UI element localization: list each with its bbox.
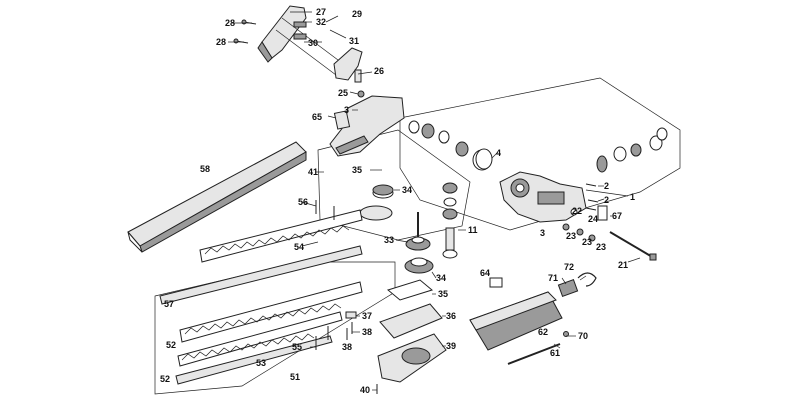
washer-4 bbox=[475, 148, 493, 170]
bearings-11 bbox=[442, 182, 458, 259]
label-72: 72 bbox=[564, 262, 574, 272]
plate-65 bbox=[333, 110, 351, 130]
label-31: 31 bbox=[349, 36, 359, 46]
throttle-lever bbox=[333, 47, 363, 81]
label-34-upper: 34 bbox=[402, 185, 412, 195]
gear-cover-36 bbox=[379, 303, 443, 339]
label-36: 36 bbox=[446, 311, 456, 321]
label-53: 53 bbox=[256, 358, 266, 368]
label-3-upper: 3 bbox=[344, 105, 349, 115]
part-labels: 27 28 29 32 31 28 30 26 25 3 65 4 58 41 … bbox=[160, 7, 635, 395]
label-35-upper: 35 bbox=[352, 165, 362, 175]
label-26: 26 bbox=[374, 66, 384, 76]
label-1: 1 bbox=[630, 192, 635, 202]
label-58: 58 bbox=[200, 164, 210, 174]
label-25: 25 bbox=[338, 88, 348, 98]
rod-61 bbox=[507, 343, 561, 365]
screws-28 bbox=[233, 19, 257, 44]
bar-57 bbox=[159, 245, 363, 305]
label-32: 32 bbox=[316, 17, 326, 27]
lower-blade bbox=[179, 281, 363, 343]
label-54: 54 bbox=[294, 242, 304, 252]
clip-72 bbox=[577, 272, 597, 287]
leader-lines bbox=[228, 11, 641, 391]
label-55: 55 bbox=[292, 342, 302, 352]
label-67 bbox=[597, 205, 608, 221]
label-38-left: 38 bbox=[342, 342, 352, 352]
grip-71 bbox=[557, 278, 579, 298]
nut-25 bbox=[357, 90, 365, 98]
pipe-cover-64 bbox=[469, 277, 563, 351]
gasket-35 bbox=[386, 279, 434, 301]
label-22: 22 bbox=[572, 206, 582, 216]
label-28-lower: 28 bbox=[216, 37, 226, 47]
gearcase-cover bbox=[329, 95, 405, 157]
label-23-a: 23 bbox=[566, 231, 576, 241]
label-52-upper: 52 bbox=[166, 340, 176, 350]
label-51: 51 bbox=[290, 372, 300, 382]
label-62: 62 bbox=[538, 327, 548, 337]
label-23-c: 23 bbox=[596, 242, 606, 252]
label-52-lower: 52 bbox=[160, 374, 170, 384]
label-64: 64 bbox=[480, 268, 490, 278]
blade-guard-58 bbox=[127, 141, 307, 253]
label-61: 61 bbox=[550, 348, 560, 358]
drive-shaft-21 bbox=[609, 231, 657, 261]
label-70: 70 bbox=[578, 331, 588, 341]
screws-2 bbox=[585, 183, 599, 211]
rear-handle bbox=[257, 5, 347, 79]
gearcase-body bbox=[499, 171, 587, 223]
label-41: 41 bbox=[308, 167, 318, 177]
washers-23 bbox=[562, 208, 596, 242]
bolts-38 bbox=[346, 322, 353, 340]
label-4: 4 bbox=[496, 148, 501, 158]
label-38-right: 38 bbox=[362, 327, 372, 337]
label-39: 39 bbox=[446, 341, 456, 351]
label-2-lower: 2 bbox=[604, 195, 609, 205]
label-67: 67 bbox=[612, 211, 622, 221]
label-23-b: 23 bbox=[582, 237, 592, 247]
label-35-lower: 35 bbox=[438, 289, 448, 299]
label-11: 11 bbox=[468, 225, 478, 235]
crank-plate bbox=[359, 205, 393, 221]
shaft-bearings bbox=[408, 120, 668, 171]
trigger-springs bbox=[293, 21, 307, 40]
bolts-56 bbox=[315, 200, 335, 220]
label-3-lower: 3 bbox=[540, 228, 545, 238]
label-40: 40 bbox=[360, 385, 370, 395]
bottom-bar-51 bbox=[175, 335, 333, 385]
shaft-gear bbox=[596, 155, 608, 173]
label-27: 27 bbox=[316, 7, 326, 17]
label-37: 37 bbox=[362, 311, 372, 321]
label-71: 71 bbox=[548, 273, 558, 283]
label-2-upper: 2 bbox=[604, 181, 609, 191]
label-29: 29 bbox=[352, 9, 362, 19]
label-21: 21 bbox=[618, 260, 628, 270]
label-65: 65 bbox=[312, 112, 322, 122]
lower-case-39 bbox=[377, 333, 447, 383]
upper-blade bbox=[199, 209, 363, 263]
label-56: 56 bbox=[298, 197, 308, 207]
bolts-55 bbox=[315, 326, 329, 350]
washer-37 bbox=[345, 311, 357, 319]
screw-70 bbox=[563, 331, 569, 337]
blade-52-bottom bbox=[177, 311, 343, 367]
label-24: 24 bbox=[588, 214, 598, 224]
gear-34-lower bbox=[404, 257, 434, 274]
label-33: 33 bbox=[384, 235, 394, 245]
gear-33 bbox=[405, 212, 431, 251]
label-30: 30 bbox=[308, 38, 318, 48]
label-28-upper: 28 bbox=[225, 18, 235, 28]
connector-26 bbox=[354, 69, 362, 83]
label-34-lower: 34 bbox=[436, 273, 446, 283]
gear-34-upper bbox=[372, 184, 394, 199]
gearbox-assembly-outline bbox=[399, 77, 681, 231]
label-57: 57 bbox=[164, 299, 174, 309]
